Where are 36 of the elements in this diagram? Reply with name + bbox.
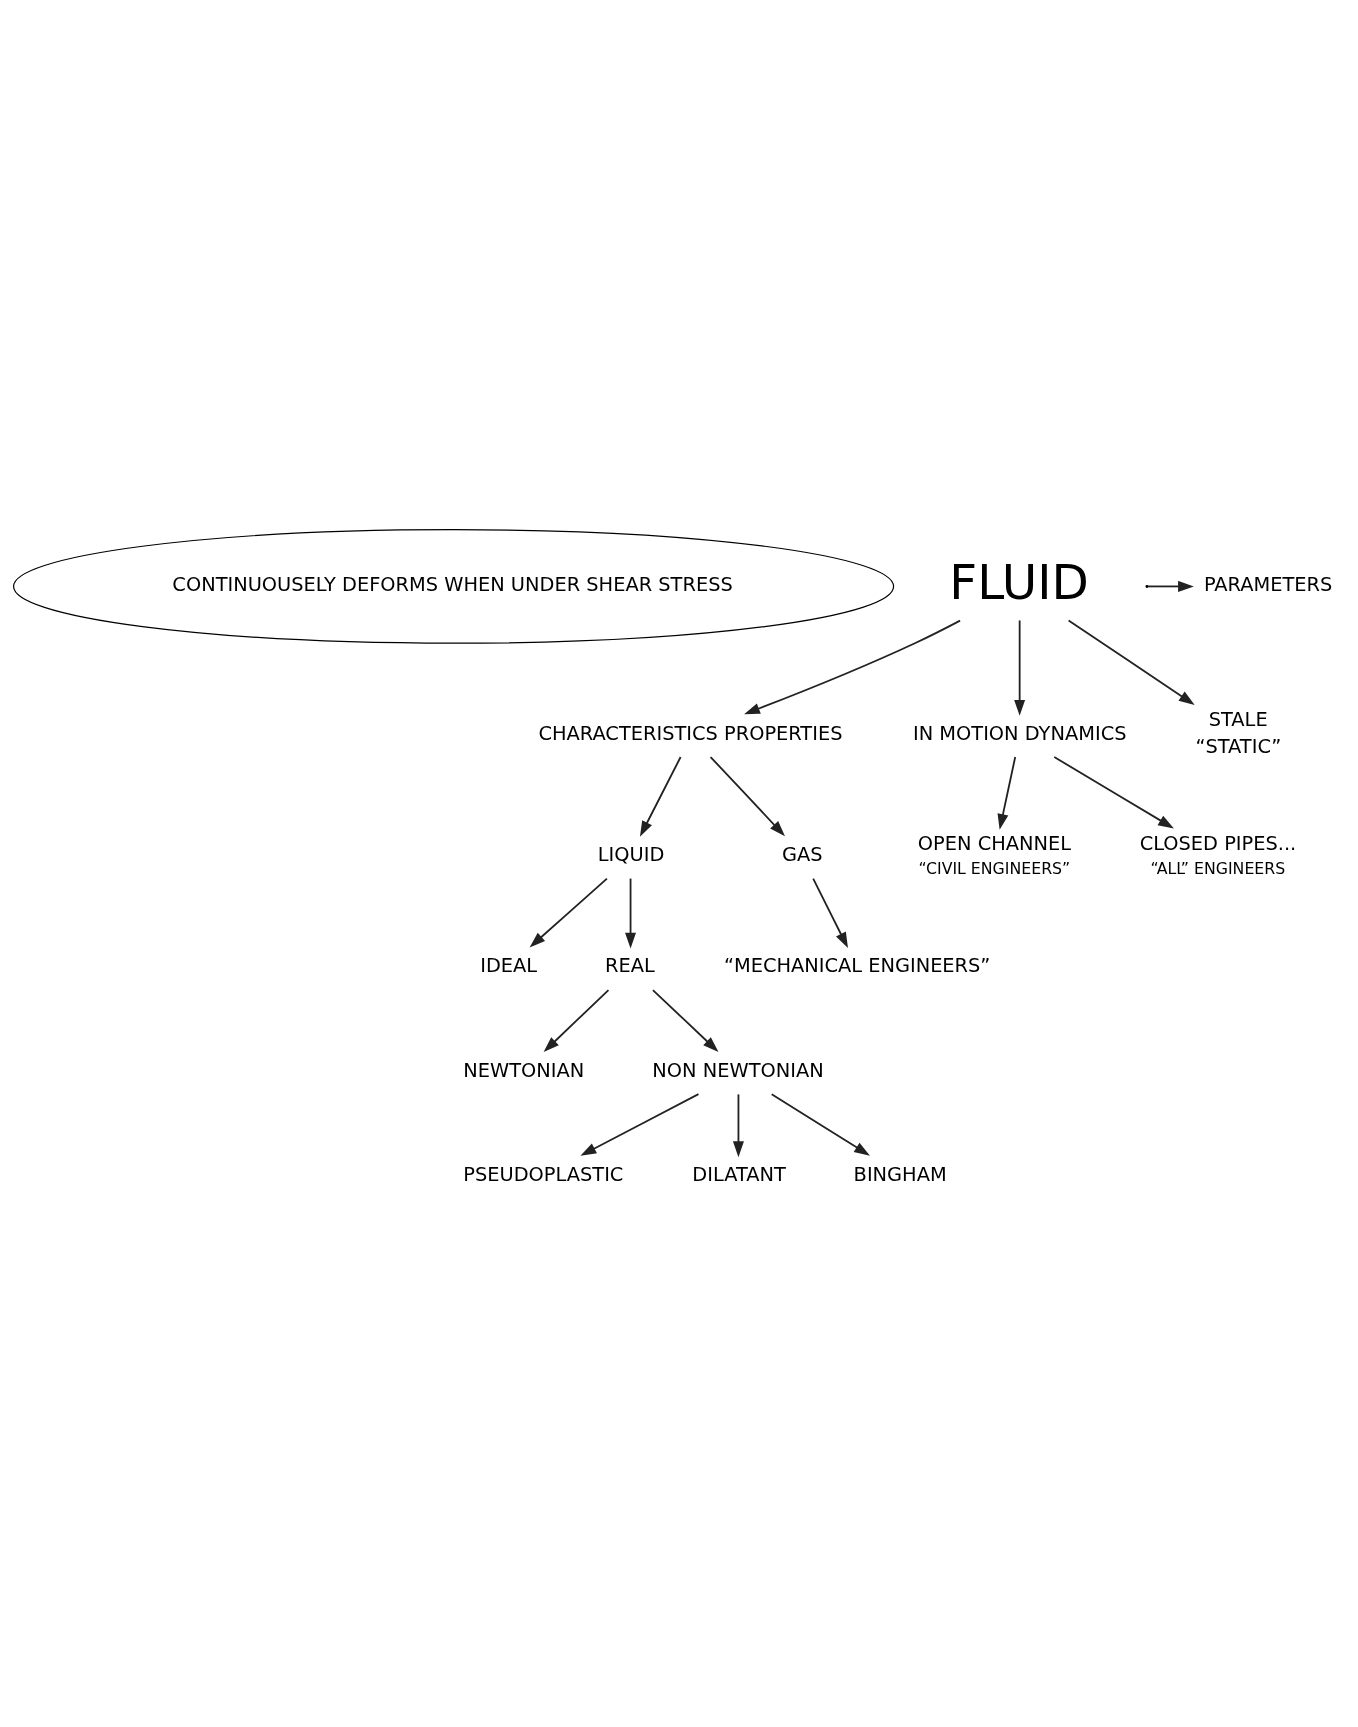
node-text: CLOSED PIPES... — [1139, 831, 1296, 855]
arrow — [997, 755, 1016, 830]
node-text: FLUID — [948, 553, 1089, 610]
arrow — [1146, 580, 1194, 592]
node-text: IN MOTION DYNAMICS — [912, 721, 1126, 745]
node-text: CHARACTERISTICS PROPERTIES — [537, 721, 842, 745]
arrow — [624, 877, 636, 948]
node-text: STALE “STATIC” — [1194, 707, 1281, 758]
arrow — [1052, 755, 1174, 828]
arrow — [732, 1093, 744, 1157]
node-text: OPEN CHANNEL — [917, 831, 1071, 855]
arrow — [579, 1092, 699, 1156]
arrow — [709, 755, 785, 836]
arrow — [543, 988, 609, 1052]
node-ellipse: CONTINUOUSELY DEFORMS WHEN UNDER SHEAR STRESS — [12, 528, 894, 644]
arrow — [743, 619, 961, 714]
arrow — [1067, 619, 1195, 705]
node-text: DILATANT — [691, 1162, 786, 1186]
arrow — [1013, 619, 1025, 716]
node-text: GAS — [781, 842, 823, 866]
node-text: PSEUDOPLASTIC — [462, 1162, 623, 1186]
node-text: LIQUID — [597, 842, 664, 866]
arrow — [651, 988, 718, 1052]
node-text: NON NEWTONIAN — [651, 1058, 824, 1082]
node-label: “ALL” ENGINEERS — [1150, 858, 1285, 878]
node-label: “CIVIL ENGINEERS” — [917, 858, 1070, 878]
node-text: NEWTONIAN — [462, 1058, 584, 1082]
arrow — [639, 755, 681, 837]
node-text: REAL — [604, 953, 655, 977]
node-text: PARAMETERS — [1203, 572, 1332, 596]
node-text: “MECHANICAL ENGINEERS” — [723, 953, 990, 977]
node-text: IDEAL — [479, 953, 537, 977]
arrow — [770, 1092, 870, 1156]
arrow — [811, 877, 848, 948]
node-text: BINGHAM — [853, 1162, 947, 1186]
arrow — [529, 877, 608, 947]
